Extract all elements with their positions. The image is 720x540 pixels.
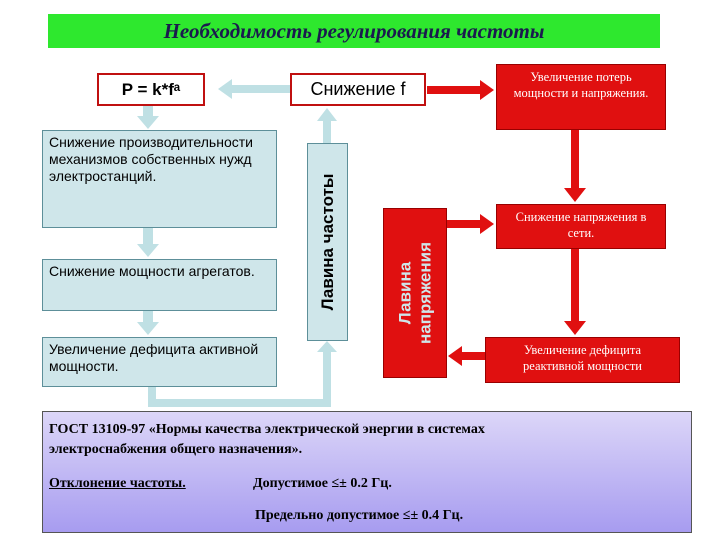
productivity-drop-box: Снижение производительности механизмов с… bbox=[42, 130, 277, 228]
power-drop-box: Снижение мощности агрегатов. bbox=[42, 259, 277, 311]
reactive-deficit-box: Увеличение дефицита реактивной мощности bbox=[485, 337, 680, 383]
arrow-power-to-deficit bbox=[137, 311, 159, 335]
gost-line-2: электроснабжения общего назначения». bbox=[49, 442, 303, 457]
arrow-deficit-to-avalanche bbox=[148, 341, 337, 407]
arrow-productivity-to-power bbox=[137, 228, 159, 257]
voltage-drop-box: Снижение напряжения в сети. bbox=[496, 204, 666, 249]
frequency-avalanche-box: Лавина частоты bbox=[307, 143, 348, 341]
arrow-losses-to-voltage-drop bbox=[564, 130, 586, 202]
arrow-voltage-drop-to-reactive bbox=[564, 249, 586, 335]
active-deficit-box: Увеличение дефицита активной мощности. bbox=[42, 337, 277, 387]
frequency-drop-box: Снижение f bbox=[290, 73, 426, 106]
frequency-deviation-label: Отклонение частоты. bbox=[49, 476, 186, 491]
arrow-formula-to-productivity bbox=[137, 106, 159, 129]
arrow-avalanche-to-voltage-drop bbox=[447, 214, 494, 234]
arrow-fdrop-to-formula bbox=[218, 79, 290, 99]
max-allowed-deviation: Предельно допустимое ≤± 0.4 Гц. bbox=[255, 508, 464, 523]
allowed-deviation: Допустимое ≤± 0.2 Гц. bbox=[253, 476, 392, 491]
arrow-avalanche-to-fdrop bbox=[317, 108, 337, 143]
arrow-reactive-to-avalanche bbox=[448, 346, 485, 366]
power-formula-box: P = k*fᵃ bbox=[97, 73, 205, 106]
diagram-title: Необходимость регулирования частоты bbox=[48, 14, 660, 48]
gost-standard-box: ГОСТ 13109-97 «Нормы качества электричес… bbox=[42, 411, 692, 533]
gost-line-1: ГОСТ 13109-97 «Нормы качества электричес… bbox=[49, 422, 485, 437]
losses-increase-box: Увеличение потерь мощности и напряжения. bbox=[496, 64, 666, 130]
voltage-avalanche-box: Лавина напряжения bbox=[383, 208, 447, 378]
arrow-fdrop-to-losses bbox=[427, 80, 494, 100]
